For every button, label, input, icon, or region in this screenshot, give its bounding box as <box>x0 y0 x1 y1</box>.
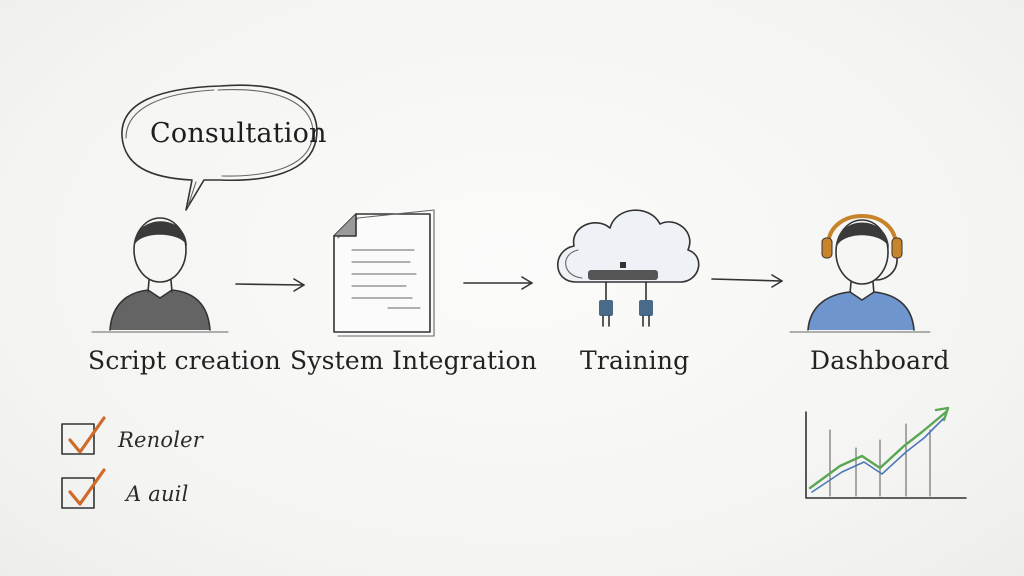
checklist-item-text: Renoler <box>118 428 203 452</box>
step-label-training: Training <box>580 346 690 375</box>
checklist-icons <box>61 416 106 509</box>
speech-bubble <box>121 84 318 211</box>
document-icon <box>333 209 435 337</box>
arrow-right-icon <box>711 274 783 288</box>
cloud-icon <box>557 209 700 327</box>
step-label-script-creation: Script creation <box>88 346 281 375</box>
agent-with-headset-icon <box>789 214 931 333</box>
person-icon <box>91 217 229 333</box>
step-label-dashboard: Dashboard <box>810 346 950 375</box>
checklist-item-text: A auil <box>126 482 189 506</box>
growth-chart-sketch <box>805 406 967 499</box>
speech-bubble-text: Consultation <box>150 118 327 149</box>
arrow-right-icon <box>463 276 533 290</box>
arrow-right-icon <box>235 278 305 292</box>
step-label-system-integration: System Integration <box>290 346 538 375</box>
